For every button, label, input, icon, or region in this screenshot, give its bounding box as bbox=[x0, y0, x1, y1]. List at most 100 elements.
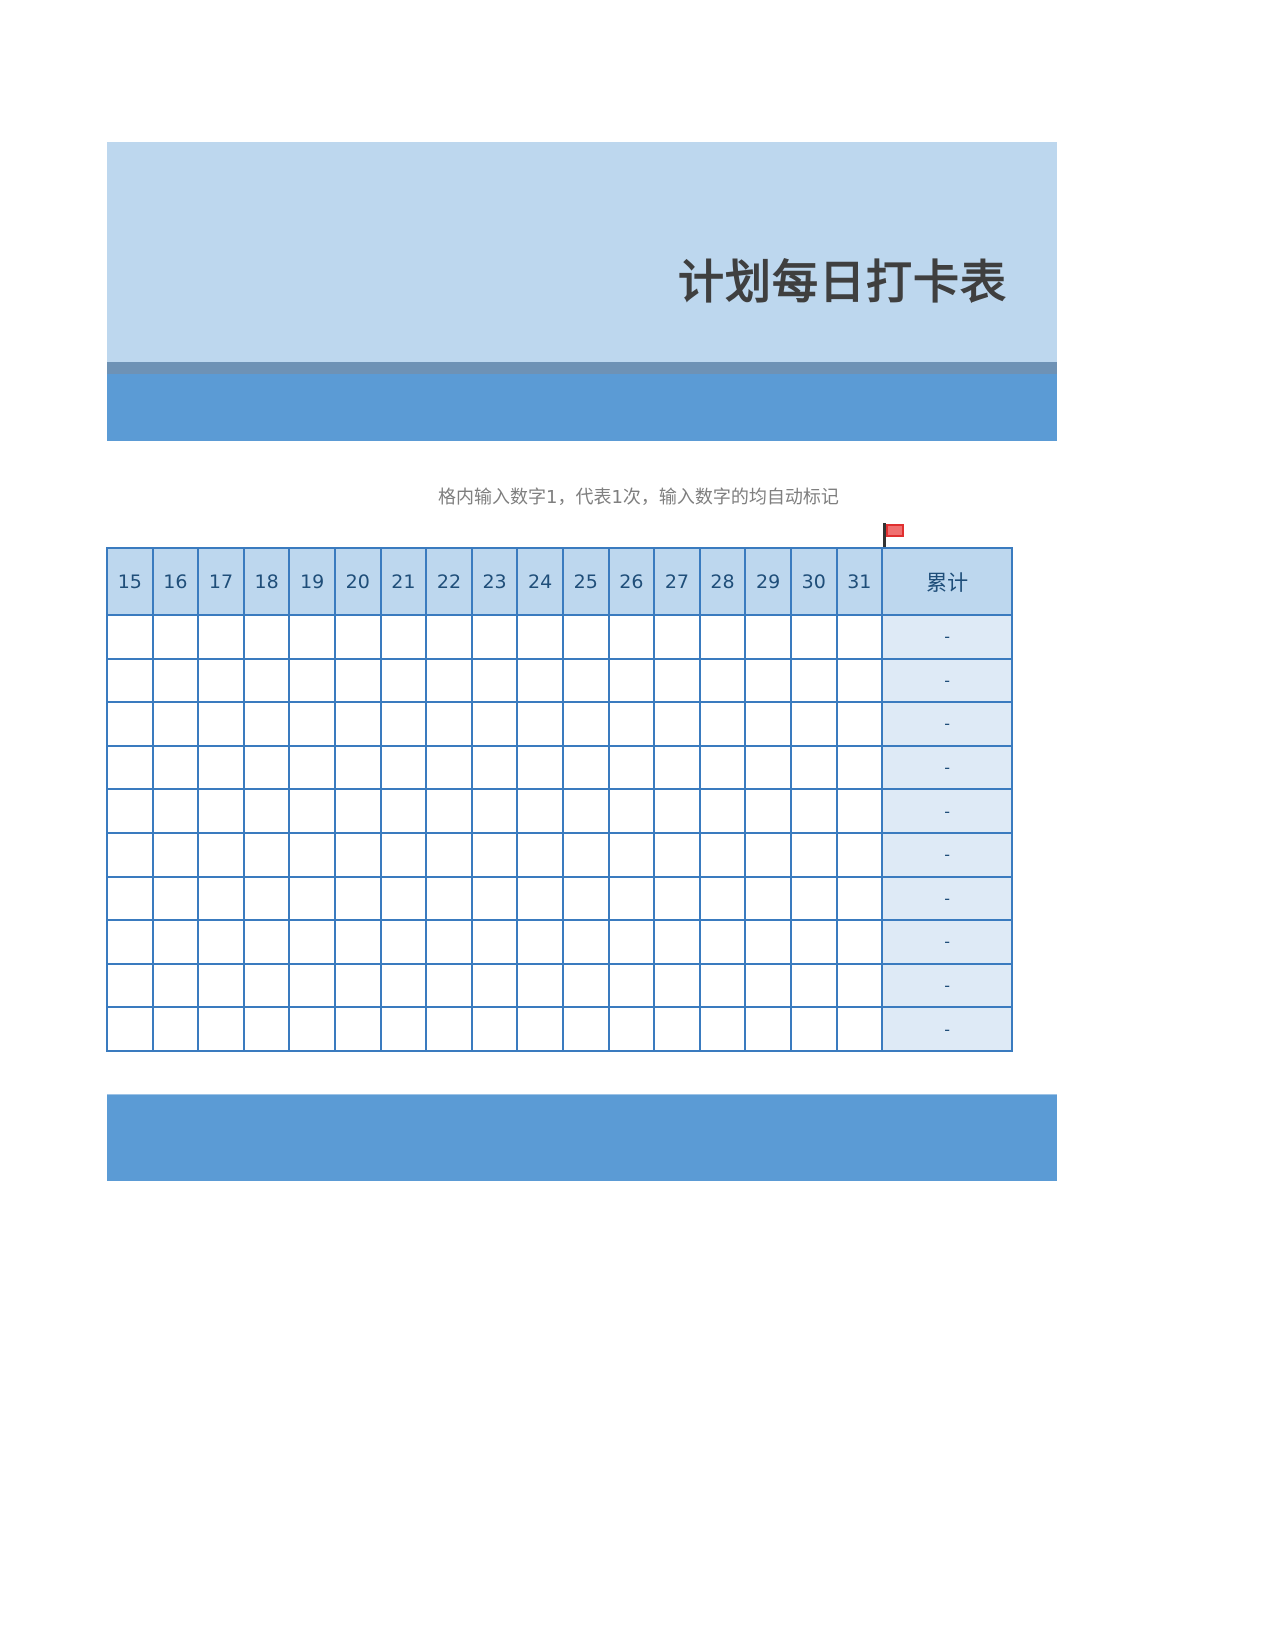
checkin-cell[interactable] bbox=[516, 701, 564, 747]
checkin-cell[interactable] bbox=[561, 744, 610, 791]
checkin-cell[interactable] bbox=[470, 831, 519, 878]
checkin-cell[interactable] bbox=[425, 701, 473, 747]
checkin-cell[interactable] bbox=[379, 875, 428, 922]
checkin-cell[interactable] bbox=[516, 657, 564, 704]
checkin-cell[interactable] bbox=[197, 962, 245, 1009]
checkin-cell[interactable] bbox=[242, 614, 291, 660]
checkin-cell[interactable] bbox=[744, 962, 792, 1009]
checkin-cell[interactable] bbox=[197, 614, 245, 660]
checkin-cell[interactable] bbox=[151, 614, 200, 660]
checkin-cell[interactable] bbox=[653, 875, 701, 922]
checkin-cell[interactable] bbox=[516, 614, 564, 660]
checkin-cell[interactable] bbox=[607, 919, 656, 965]
checkin-cell[interactable] bbox=[333, 919, 382, 965]
checkin-cell[interactable] bbox=[425, 875, 473, 922]
checkin-cell[interactable] bbox=[379, 831, 428, 878]
checkin-cell[interactable] bbox=[653, 962, 701, 1009]
checkin-cell[interactable] bbox=[333, 788, 382, 834]
checkin-cell[interactable] bbox=[835, 1006, 884, 1052]
checkin-cell[interactable] bbox=[561, 962, 610, 1009]
checkin-cell[interactable] bbox=[789, 919, 838, 965]
checkin-cell[interactable] bbox=[333, 831, 382, 878]
checkin-cell[interactable] bbox=[106, 788, 154, 834]
checkin-cell[interactable] bbox=[561, 657, 610, 704]
checkin-cell[interactable] bbox=[106, 919, 154, 965]
checkin-cell[interactable] bbox=[698, 1006, 747, 1052]
checkin-cell[interactable] bbox=[744, 831, 792, 878]
checkin-cell[interactable] bbox=[242, 788, 291, 834]
checkin-cell[interactable] bbox=[333, 744, 382, 791]
checkin-cell[interactable] bbox=[106, 962, 154, 1009]
checkin-cell[interactable] bbox=[607, 614, 656, 660]
checkin-cell[interactable] bbox=[425, 831, 473, 878]
checkin-cell[interactable] bbox=[744, 1006, 792, 1052]
checkin-cell[interactable] bbox=[242, 875, 291, 922]
checkin-cell[interactable] bbox=[470, 614, 519, 660]
checkin-cell[interactable] bbox=[425, 614, 473, 660]
checkin-cell[interactable] bbox=[379, 962, 428, 1009]
checkin-cell[interactable] bbox=[516, 919, 564, 965]
checkin-cell[interactable] bbox=[151, 875, 200, 922]
checkin-cell[interactable] bbox=[516, 744, 564, 791]
checkin-cell[interactable] bbox=[288, 919, 336, 965]
checkin-cell[interactable] bbox=[288, 744, 336, 791]
checkin-cell[interactable] bbox=[653, 831, 701, 878]
checkin-cell[interactable] bbox=[607, 875, 656, 922]
checkin-cell[interactable] bbox=[379, 1006, 428, 1052]
checkin-cell[interactable] bbox=[835, 614, 884, 660]
checkin-cell[interactable] bbox=[698, 614, 747, 660]
checkin-cell[interactable] bbox=[744, 701, 792, 747]
checkin-cell[interactable] bbox=[744, 744, 792, 791]
checkin-cell[interactable] bbox=[379, 919, 428, 965]
checkin-cell[interactable] bbox=[333, 614, 382, 660]
checkin-cell[interactable] bbox=[835, 657, 884, 704]
checkin-cell[interactable] bbox=[698, 657, 747, 704]
checkin-cell[interactable] bbox=[242, 701, 291, 747]
checkin-cell[interactable] bbox=[288, 962, 336, 1009]
checkin-cell[interactable] bbox=[516, 1006, 564, 1052]
checkin-cell[interactable] bbox=[379, 701, 428, 747]
checkin-cell[interactable] bbox=[698, 701, 747, 747]
checkin-cell[interactable] bbox=[470, 919, 519, 965]
checkin-cell[interactable] bbox=[333, 701, 382, 747]
checkin-cell[interactable] bbox=[789, 744, 838, 791]
checkin-cell[interactable] bbox=[561, 701, 610, 747]
checkin-cell[interactable] bbox=[151, 744, 200, 791]
checkin-cell[interactable] bbox=[288, 788, 336, 834]
checkin-cell[interactable] bbox=[197, 657, 245, 704]
checkin-cell[interactable] bbox=[789, 1006, 838, 1052]
checkin-cell[interactable] bbox=[789, 962, 838, 1009]
checkin-cell[interactable] bbox=[106, 744, 154, 791]
checkin-cell[interactable] bbox=[835, 875, 884, 922]
checkin-cell[interactable] bbox=[789, 614, 838, 660]
checkin-cell[interactable] bbox=[425, 962, 473, 1009]
checkin-cell[interactable] bbox=[288, 875, 336, 922]
checkin-cell[interactable] bbox=[197, 701, 245, 747]
checkin-cell[interactable] bbox=[242, 962, 291, 1009]
checkin-cell[interactable] bbox=[197, 831, 245, 878]
checkin-cell[interactable] bbox=[242, 744, 291, 791]
checkin-cell[interactable] bbox=[744, 919, 792, 965]
checkin-cell[interactable] bbox=[516, 962, 564, 1009]
checkin-cell[interactable] bbox=[607, 788, 656, 834]
checkin-cell[interactable] bbox=[653, 744, 701, 791]
checkin-cell[interactable] bbox=[106, 614, 154, 660]
checkin-cell[interactable] bbox=[835, 962, 884, 1009]
checkin-cell[interactable] bbox=[151, 831, 200, 878]
checkin-cell[interactable] bbox=[106, 701, 154, 747]
checkin-cell[interactable] bbox=[653, 614, 701, 660]
checkin-cell[interactable] bbox=[835, 744, 884, 791]
checkin-cell[interactable] bbox=[197, 875, 245, 922]
checkin-cell[interactable] bbox=[470, 744, 519, 791]
checkin-cell[interactable] bbox=[197, 1006, 245, 1052]
checkin-cell[interactable] bbox=[470, 701, 519, 747]
checkin-cell[interactable] bbox=[470, 1006, 519, 1052]
checkin-cell[interactable] bbox=[607, 962, 656, 1009]
checkin-cell[interactable] bbox=[744, 614, 792, 660]
checkin-cell[interactable] bbox=[333, 875, 382, 922]
checkin-cell[interactable] bbox=[835, 919, 884, 965]
checkin-cell[interactable] bbox=[789, 701, 838, 747]
checkin-cell[interactable] bbox=[607, 657, 656, 704]
checkin-cell[interactable] bbox=[333, 962, 382, 1009]
checkin-cell[interactable] bbox=[151, 962, 200, 1009]
